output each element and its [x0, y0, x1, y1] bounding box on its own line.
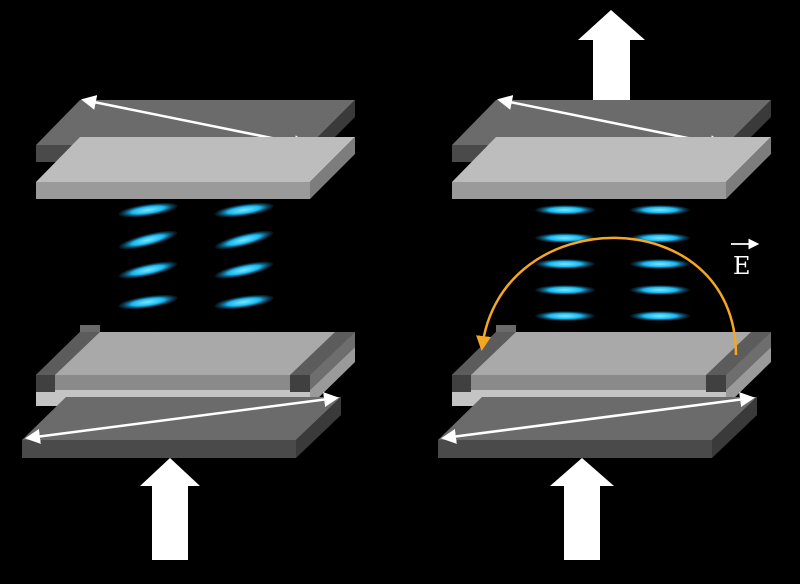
molecule [214, 230, 274, 250]
right-bottom-polarizer [438, 392, 757, 458]
molecule [118, 294, 178, 310]
molecule [214, 261, 274, 279]
molecule [535, 205, 595, 215]
left-electrode-left [36, 325, 100, 392]
electric-field-arrow [476, 236, 738, 356]
molecule [214, 294, 274, 310]
molecule [535, 285, 595, 295]
left-incoming-light-arrow [140, 458, 200, 560]
molecule [630, 205, 690, 215]
left-top-glass [36, 137, 355, 199]
right-top-glass [452, 137, 771, 199]
electric-field-label: E [731, 238, 760, 280]
molecule [630, 233, 690, 243]
left-bottom-polarizer-axis-arrow [25, 392, 339, 444]
molecule [118, 261, 178, 279]
molecule [535, 259, 595, 269]
left-bottom-glass [36, 325, 355, 406]
right-bottom-glass [452, 325, 771, 406]
molecule [630, 285, 690, 295]
right-incoming-light-arrow [550, 458, 614, 560]
right-electrode-right [706, 332, 771, 392]
molecule [214, 202, 274, 218]
right-outgoing-light-arrow [578, 10, 645, 116]
molecule [535, 311, 595, 321]
molecule [630, 259, 690, 269]
left-bottom-polarizer [22, 392, 341, 458]
right-electrode-left [452, 325, 516, 392]
field-symbol: E [733, 252, 751, 280]
left-panel [22, 95, 355, 560]
right-panel: E [438, 10, 771, 560]
molecule [118, 202, 178, 218]
right-bottom-polarizer-axis-arrow [441, 392, 755, 444]
molecule [630, 311, 690, 321]
left-electrode-right [290, 332, 355, 392]
molecule [118, 230, 178, 250]
